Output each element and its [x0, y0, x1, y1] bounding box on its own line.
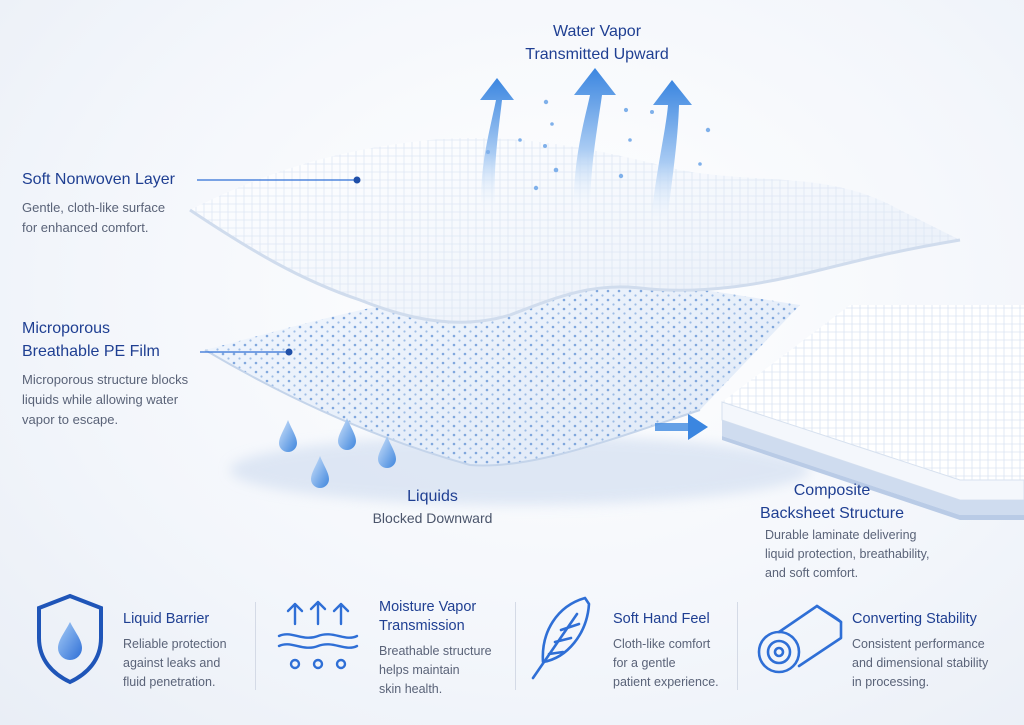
feature-desc-line: Consistent performance [852, 637, 985, 651]
vapor-dot [705, 127, 711, 133]
vapor-dot [550, 122, 554, 126]
shield-drop-icon [37, 593, 103, 685]
liquid-drop [311, 456, 329, 488]
nonwoven-desc: Gentle, cloth-like surface for enhanced … [22, 198, 222, 238]
film-desc: Microporous structure blocks liquids whi… [22, 370, 232, 430]
vapor-dot [698, 162, 702, 166]
nonwoven-layer [189, 138, 961, 324]
vapor-dot [486, 150, 490, 154]
film-roll-icon [757, 604, 843, 674]
feature-desc-line: and dimensional stability [852, 656, 989, 670]
vapor-dot [628, 138, 632, 142]
vapor-dot [623, 107, 629, 113]
liquids-sub: Blocked Downward [372, 510, 493, 526]
nonwoven-title: Soft Nonwoven Layer [22, 171, 175, 188]
vapor-arrow-left [480, 78, 514, 215]
film-shadow [230, 435, 810, 505]
feature-desc-line: for a gentle [613, 656, 676, 670]
feature-title-line: Moisture Vapor [379, 599, 477, 615]
nonwoven-desc-line: Gentle, cloth-like surface [22, 200, 166, 215]
composite-desc: Durable laminate delivering liquid prote… [765, 526, 1005, 583]
backsheet-illustration [189, 68, 1024, 520]
vapor-dot [533, 185, 539, 191]
feature-desc: Cloth-like comfort for a gentle patient … [613, 635, 743, 692]
liquids-title: Liquids [407, 488, 458, 505]
feature-moisture-vapor: Moisture Vapor Transmission Breathable s… [379, 598, 509, 708]
leader-dot-nonwoven [353, 176, 361, 184]
feature-converting-stability: Converting Stability Consistent performa… [852, 610, 1017, 720]
vapor-label: Water Vapor Transmitted Upward [497, 20, 697, 66]
composite-desc-line: and soft comfort. [765, 566, 859, 580]
liquid-drop [338, 418, 356, 450]
film-desc-line: Microporous structure blocks [22, 372, 189, 387]
feature-desc-line: Reliable protection [123, 637, 227, 651]
composite-sample [721, 305, 1024, 520]
arrow-to-composite-icon [655, 414, 708, 440]
nonwoven-desc-line: for enhanced comfort. [22, 220, 149, 235]
feature-title: Converting Stability [852, 611, 977, 627]
feature-liquid-barrier: Liquid Barrier Reliable protection again… [123, 610, 253, 720]
composite-desc-line: Durable laminate delivering [765, 528, 917, 542]
vapor-arrow-middle [573, 68, 616, 215]
vapor-dot [518, 138, 522, 142]
feature-desc: Breathable structure helps maintain skin… [379, 642, 509, 699]
feature-divider [515, 602, 516, 690]
feature-desc-line: Breathable structure [379, 644, 492, 658]
feature-title: Soft Hand Feel [613, 611, 710, 627]
feature-soft-hand-feel: Soft Hand Feel Cloth-like comfort for a … [613, 610, 743, 720]
feature-title-line: Transmission [379, 618, 465, 634]
film-desc-line: liquids while allowing water [22, 392, 179, 407]
composite-title-line: Backsheet Structure [759, 505, 905, 522]
film-title-line: Breathable PE Film [22, 343, 160, 360]
liquid-drops [279, 418, 396, 488]
feature-desc-line: helps maintain [379, 663, 460, 677]
vapor-dot [543, 144, 547, 148]
film-desc-line: vapor to escape. [22, 412, 119, 427]
feature-desc-line: patient experience. [613, 675, 719, 689]
film-title-line: Microporous [22, 320, 111, 337]
vapor-arrows [480, 68, 711, 230]
liquid-drop [279, 420, 297, 452]
vapor-arrow-right [650, 80, 692, 230]
feature-divider [255, 602, 256, 690]
feature-desc-line: Cloth-like comfort [613, 637, 711, 651]
composite-title-line: Composite [793, 482, 871, 499]
feature-title: Moisture Vapor Transmission [379, 598, 509, 636]
feature-desc: Reliable protection against leaks and fl… [123, 635, 253, 692]
feature-desc: Consistent performance and dimensional s… [852, 635, 1017, 692]
feature-divider [737, 602, 738, 690]
feature-desc-line: skin health. [379, 682, 443, 696]
microporous-film-layer [204, 282, 800, 467]
vapor-arrows-icon [277, 600, 359, 670]
vapor-dot [650, 110, 654, 114]
feature-title: Liquid Barrier [123, 611, 210, 627]
vapor-label-line: Water Vapor [552, 23, 642, 40]
leader-lines [197, 176, 361, 356]
feature-desc-line: fluid penetration. [123, 675, 216, 689]
vapor-dot [553, 167, 559, 173]
feather-icon [531, 596, 591, 680]
film-title: Microporous Breathable PE Film [22, 317, 202, 363]
feature-desc-line: against leaks and [123, 656, 221, 670]
leader-dot-film [285, 348, 293, 356]
composite-title: Composite Backsheet Structure [752, 479, 912, 525]
feature-desc-line: in processing. [852, 675, 930, 689]
composite-desc-line: liquid protection, breathability, [765, 547, 930, 561]
liquid-drop [378, 436, 396, 468]
liquids-label: Liquids Blocked Downward [360, 485, 505, 528]
vapor-label-line: Transmitted Upward [525, 46, 669, 63]
vapor-dot [543, 99, 549, 105]
vapor-dot [618, 173, 624, 179]
